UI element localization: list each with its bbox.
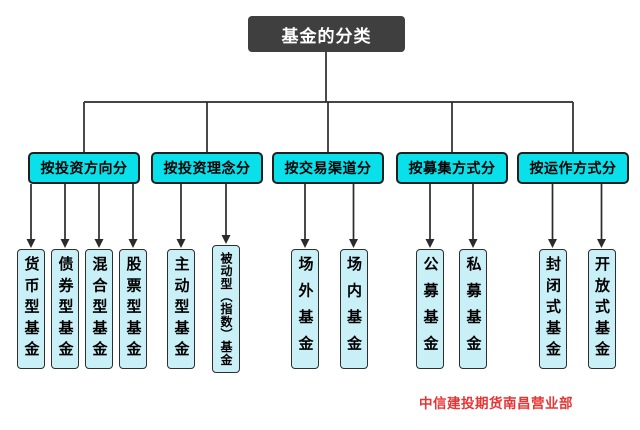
leaf-node: 股票型基金 [119,249,147,369]
category-node: 按交易渠道分 [272,152,384,184]
leaf-node-label: 混合型基金 [90,256,108,362]
category-node-label: 按募集方式分 [408,160,496,176]
leaf-node-label: 被动型（指数）基金 [219,252,233,366]
leaf-node: 场内基金 [339,249,368,369]
leaf-node: 货币型基金 [17,249,45,369]
leaf-node: 被动型（指数）基金 [212,245,240,373]
leaf-node-label: 股票型基金 [124,256,142,362]
leaf-node-label: 公募基金 [421,256,439,362]
category-node-label: 按交易渠道分 [284,160,372,176]
arrowhead-down-icon [128,239,138,248]
category-node: 按投资方向分 [28,152,140,184]
arrowhead-down-icon [26,239,36,248]
leaf-node-label: 场内基金 [345,256,362,362]
arrowhead-down-icon [349,239,358,248]
arrowhead-down-icon [597,239,606,248]
category-node: 按运作方式分 [517,152,629,184]
arrowhead-down-icon [60,239,70,248]
leaf-node: 混合型基金 [85,249,113,369]
leaf-node: 开放式基金 [587,249,616,369]
category-node: 按投资理念分 [151,152,263,184]
leaf-node: 封闭式基金 [538,249,567,369]
leaf-node-label: 私募基金 [464,256,482,362]
leaf-node-label: 开放式基金 [593,256,610,362]
arrowhead-down-icon [300,239,310,248]
arrowhead-down-icon [468,239,478,248]
category-node-label: 按运作方式分 [529,160,617,176]
watermark-caption: 中信建投期货南昌营业部 [419,396,573,411]
leaf-node: 债券型基金 [51,249,79,369]
root-node: 基金的分类 [248,16,405,52]
leaf-node-label: 货币型基金 [22,256,40,362]
leaf-node: 场外基金 [291,249,319,369]
arrowhead-down-icon [221,235,231,244]
arrowhead-down-icon [425,239,435,248]
leaf-node-label: 封闭式基金 [544,256,561,362]
leaf-node-label: 主动型基金 [172,256,190,362]
leaf-node-label: 场外基金 [296,256,314,362]
category-node: 按募集方式分 [396,152,508,184]
arrowhead-down-icon [94,239,104,248]
leaf-node: 私募基金 [459,249,487,369]
arrowhead-down-icon [548,239,557,248]
leaf-node-label: 债券型基金 [56,256,74,362]
leaf-node: 公募基金 [416,249,444,369]
category-node-label: 按投资方向分 [40,160,128,176]
arrowhead-down-icon [176,239,186,248]
category-node-label: 按投资理念分 [163,160,251,176]
root-node-label: 基金的分类 [281,26,372,46]
leaf-node: 主动型基金 [167,249,195,369]
